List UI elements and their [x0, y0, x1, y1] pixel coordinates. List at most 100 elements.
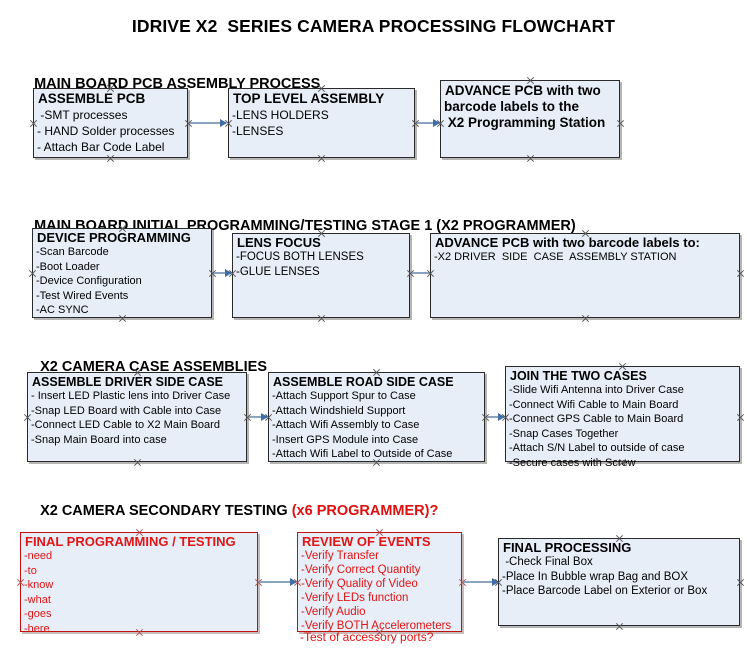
connection-handle-top[interactable]: [618, 362, 627, 371]
section-heading-4: X2 CAMERA SECONDARY TESTING (x6 PROGRAMM…: [32, 487, 438, 519]
connection-handle-bottom[interactable]: [581, 314, 590, 323]
connection-handle-top[interactable]: [526, 76, 535, 85]
flow-box-lines: -Verify Transfer -Verify Correct Quantit…: [298, 549, 461, 633]
flow-box-review-of-events[interactable]: REVIEW OF EVENTS -Verify Transfer -Verif…: [297, 532, 462, 632]
connection-handle-right[interactable]: [736, 578, 745, 587]
flow-box-lens-focus[interactable]: LENS FOCUS -FOCUS BOTH LENSES -GLUE LENS…: [232, 233, 410, 318]
flow-box-line: -to: [24, 564, 37, 577]
connection-handle-bottom[interactable]: [375, 628, 384, 637]
flow-box-join-the-two-cases[interactable]: JOIN THE TWO CASES -Slide Wifi Antenna i…: [505, 366, 740, 469]
flow-box-title: JOIN THE TWO CASES: [510, 369, 647, 383]
connection-handle-left[interactable]: [228, 269, 237, 278]
connection-handle-bottom[interactable]: [106, 154, 115, 163]
section-heading-3-text: X2 CAMERA CASE ASSEMBLIES: [40, 359, 267, 375]
connection-handle-bottom[interactable]: [133, 458, 142, 467]
section-heading-4-text: X2 CAMERA SECONDARY TESTING: [40, 503, 292, 519]
flow-box-line: -Verify BOTH Accelerometers: [301, 620, 452, 632]
flow-box-lines: - Insert LED Plastic lens into Driver Ca…: [28, 389, 246, 447]
connection-handle-left[interactable]: [29, 119, 38, 128]
connection-handle-right[interactable]: [736, 269, 745, 278]
flow-box-line: -Place Barcode Label on Exterior or Box: [502, 585, 708, 597]
flow-box-line: -Check Final Box: [502, 556, 593, 568]
connection-handle-bottom[interactable]: [317, 314, 326, 323]
flow-box-line: -Verify Quality of Video: [301, 578, 418, 590]
flow-box-line: -here: [24, 622, 50, 635]
flow-box-line: -SMT processes: [37, 108, 128, 122]
flow-box-advance-pcb-driver-side[interactable]: ADVANCE PCB with two barcode labels to: …: [430, 233, 740, 318]
connection-handle-bottom[interactable]: [618, 458, 627, 467]
flow-box-line: -Insert GPS Module into Case: [272, 433, 419, 446]
flow-box-title: ASSEMBLE ROAD SIDE CASE: [273, 375, 454, 389]
connection-handle-left[interactable]: [501, 413, 510, 422]
flow-box-line: -Scan Barcode: [36, 246, 109, 258]
connection-handle-left[interactable]: [23, 413, 32, 422]
flow-box-line: -Test Wired Events: [36, 289, 129, 302]
flow-box-top-level-assembly[interactable]: TOP LEVEL ASSEMBLY -LENS HOLDERS -LENSES: [228, 88, 415, 158]
flow-box-line: -Connect LED Cable to X2 Main Board: [31, 419, 220, 431]
connection-handle-bottom[interactable]: [118, 314, 127, 323]
flow-box-title: ASSEMBLE PCB: [38, 91, 146, 106]
connection-handle-bottom[interactable]: [526, 154, 535, 163]
connection-handle-left[interactable]: [224, 119, 233, 128]
flow-box-line: -Place In Bubble wrap Bag and BOX: [502, 570, 689, 583]
connection-handle-left[interactable]: [436, 119, 445, 128]
flow-box-line: -goes: [24, 608, 52, 620]
connection-handle-left[interactable]: [16, 578, 25, 587]
connection-handle-bottom[interactable]: [135, 628, 144, 637]
connection-handle-left[interactable]: [494, 578, 503, 587]
flow-box-lines: -LENS HOLDERS -LENSES: [229, 107, 414, 139]
flow-box-assemble-driver-side-case[interactable]: ASSEMBLE DRIVER SIDE CASE - Insert LED P…: [27, 372, 247, 462]
connection-handle-top[interactable]: [615, 534, 624, 543]
flow-box-line: -Attach Support Spur to Case: [272, 390, 416, 402]
flow-box-line: -Device Configuration: [36, 275, 142, 287]
flow-box-line: -Connect GPS Cable to Main Board: [509, 413, 684, 425]
connection-handle-top[interactable]: [135, 528, 144, 537]
connection-handle-top[interactable]: [118, 224, 127, 233]
flow-box-advance-pcb-programming-station[interactable]: ADVANCE PCB with two barcode labels to t…: [440, 80, 620, 158]
flow-box-line: -GLUE LENSES: [236, 265, 320, 278]
connection-handle-left[interactable]: [28, 269, 37, 278]
connection-handle-bottom[interactable]: [372, 458, 381, 467]
flow-box-line: -FOCUS BOTH LENSES: [236, 251, 364, 263]
connection-handle-top[interactable]: [317, 84, 326, 93]
flow-box-title: LENS FOCUS: [237, 235, 321, 250]
flow-box-lines: -Slide Wifi Antenna into Driver Case -Co…: [506, 383, 739, 470]
connection-handle-top[interactable]: [317, 229, 326, 238]
connection-handle-bottom[interactable]: [615, 622, 624, 631]
flow-box-assemble-pcb[interactable]: ASSEMBLE PCB -SMT processes - HAND Solde…: [33, 88, 188, 158]
connection-handle-top[interactable]: [133, 368, 142, 377]
flow-box-line: -Verify LEDs function: [301, 592, 409, 604]
flow-box-final-processing[interactable]: FINAL PROCESSING -Check Final Box -Place…: [498, 538, 740, 626]
flow-box-line: -what: [24, 593, 51, 606]
connector-arrow: [190, 119, 227, 127]
connection-handle-left[interactable]: [264, 413, 273, 422]
connection-handle-top[interactable]: [372, 368, 381, 377]
flow-box-line: -know: [24, 579, 54, 591]
connection-handle-left[interactable]: [293, 578, 302, 587]
connection-handle-bottom[interactable]: [317, 154, 326, 163]
connection-handle-top[interactable]: [375, 528, 384, 537]
flow-box-line: - Insert LED Plastic lens into Driver Ca…: [31, 390, 231, 402]
flow-box-lines: -Attach Support Spur to Case -Attach Win…: [269, 389, 484, 462]
connection-handle-top[interactable]: [581, 229, 590, 238]
flow-box-lines: -need -to -know -what -goes -here: [21, 549, 257, 636]
flow-box-line: - HAND Solder processes: [37, 124, 175, 138]
flow-box-lines: -X2 DRIVER SIDE CASE ASSEMBLY STATION: [431, 250, 739, 265]
connection-handle-right[interactable]: [616, 119, 625, 128]
flow-box-title: FINAL PROCESSING: [503, 540, 632, 555]
flow-box-title: ASSEMBLE DRIVER SIDE CASE: [32, 375, 224, 389]
connection-handle-left[interactable]: [426, 269, 435, 278]
flow-box-line: -Verify Transfer: [301, 550, 379, 562]
flow-box-device-programming[interactable]: DEVICE PROGRAMMING -Scan Barcode -Boot L…: [32, 228, 212, 318]
connector-arrow: [260, 578, 297, 586]
flow-box-final-programming-testing[interactable]: FINAL PROGRAMMING / TESTING -need -to -k…: [20, 532, 258, 635]
connection-handle-right[interactable]: [736, 413, 745, 422]
flow-box-line: - Attach Bar Code Label: [37, 140, 165, 154]
flow-box-title: ADVANCE PCB with two: [445, 83, 601, 98]
flow-box-line: -LENSES: [232, 124, 284, 138]
flow-box-assemble-road-side-case[interactable]: ASSEMBLE ROAD SIDE CASE -Attach Support …: [268, 372, 485, 462]
connection-handle-top[interactable]: [106, 84, 115, 93]
flow-box-line: -LENS HOLDERS: [232, 108, 329, 122]
flow-box-title: ADVANCE PCB with two barcode labels to:: [435, 235, 700, 250]
flow-box-line: -AC SYNC: [36, 304, 89, 316]
